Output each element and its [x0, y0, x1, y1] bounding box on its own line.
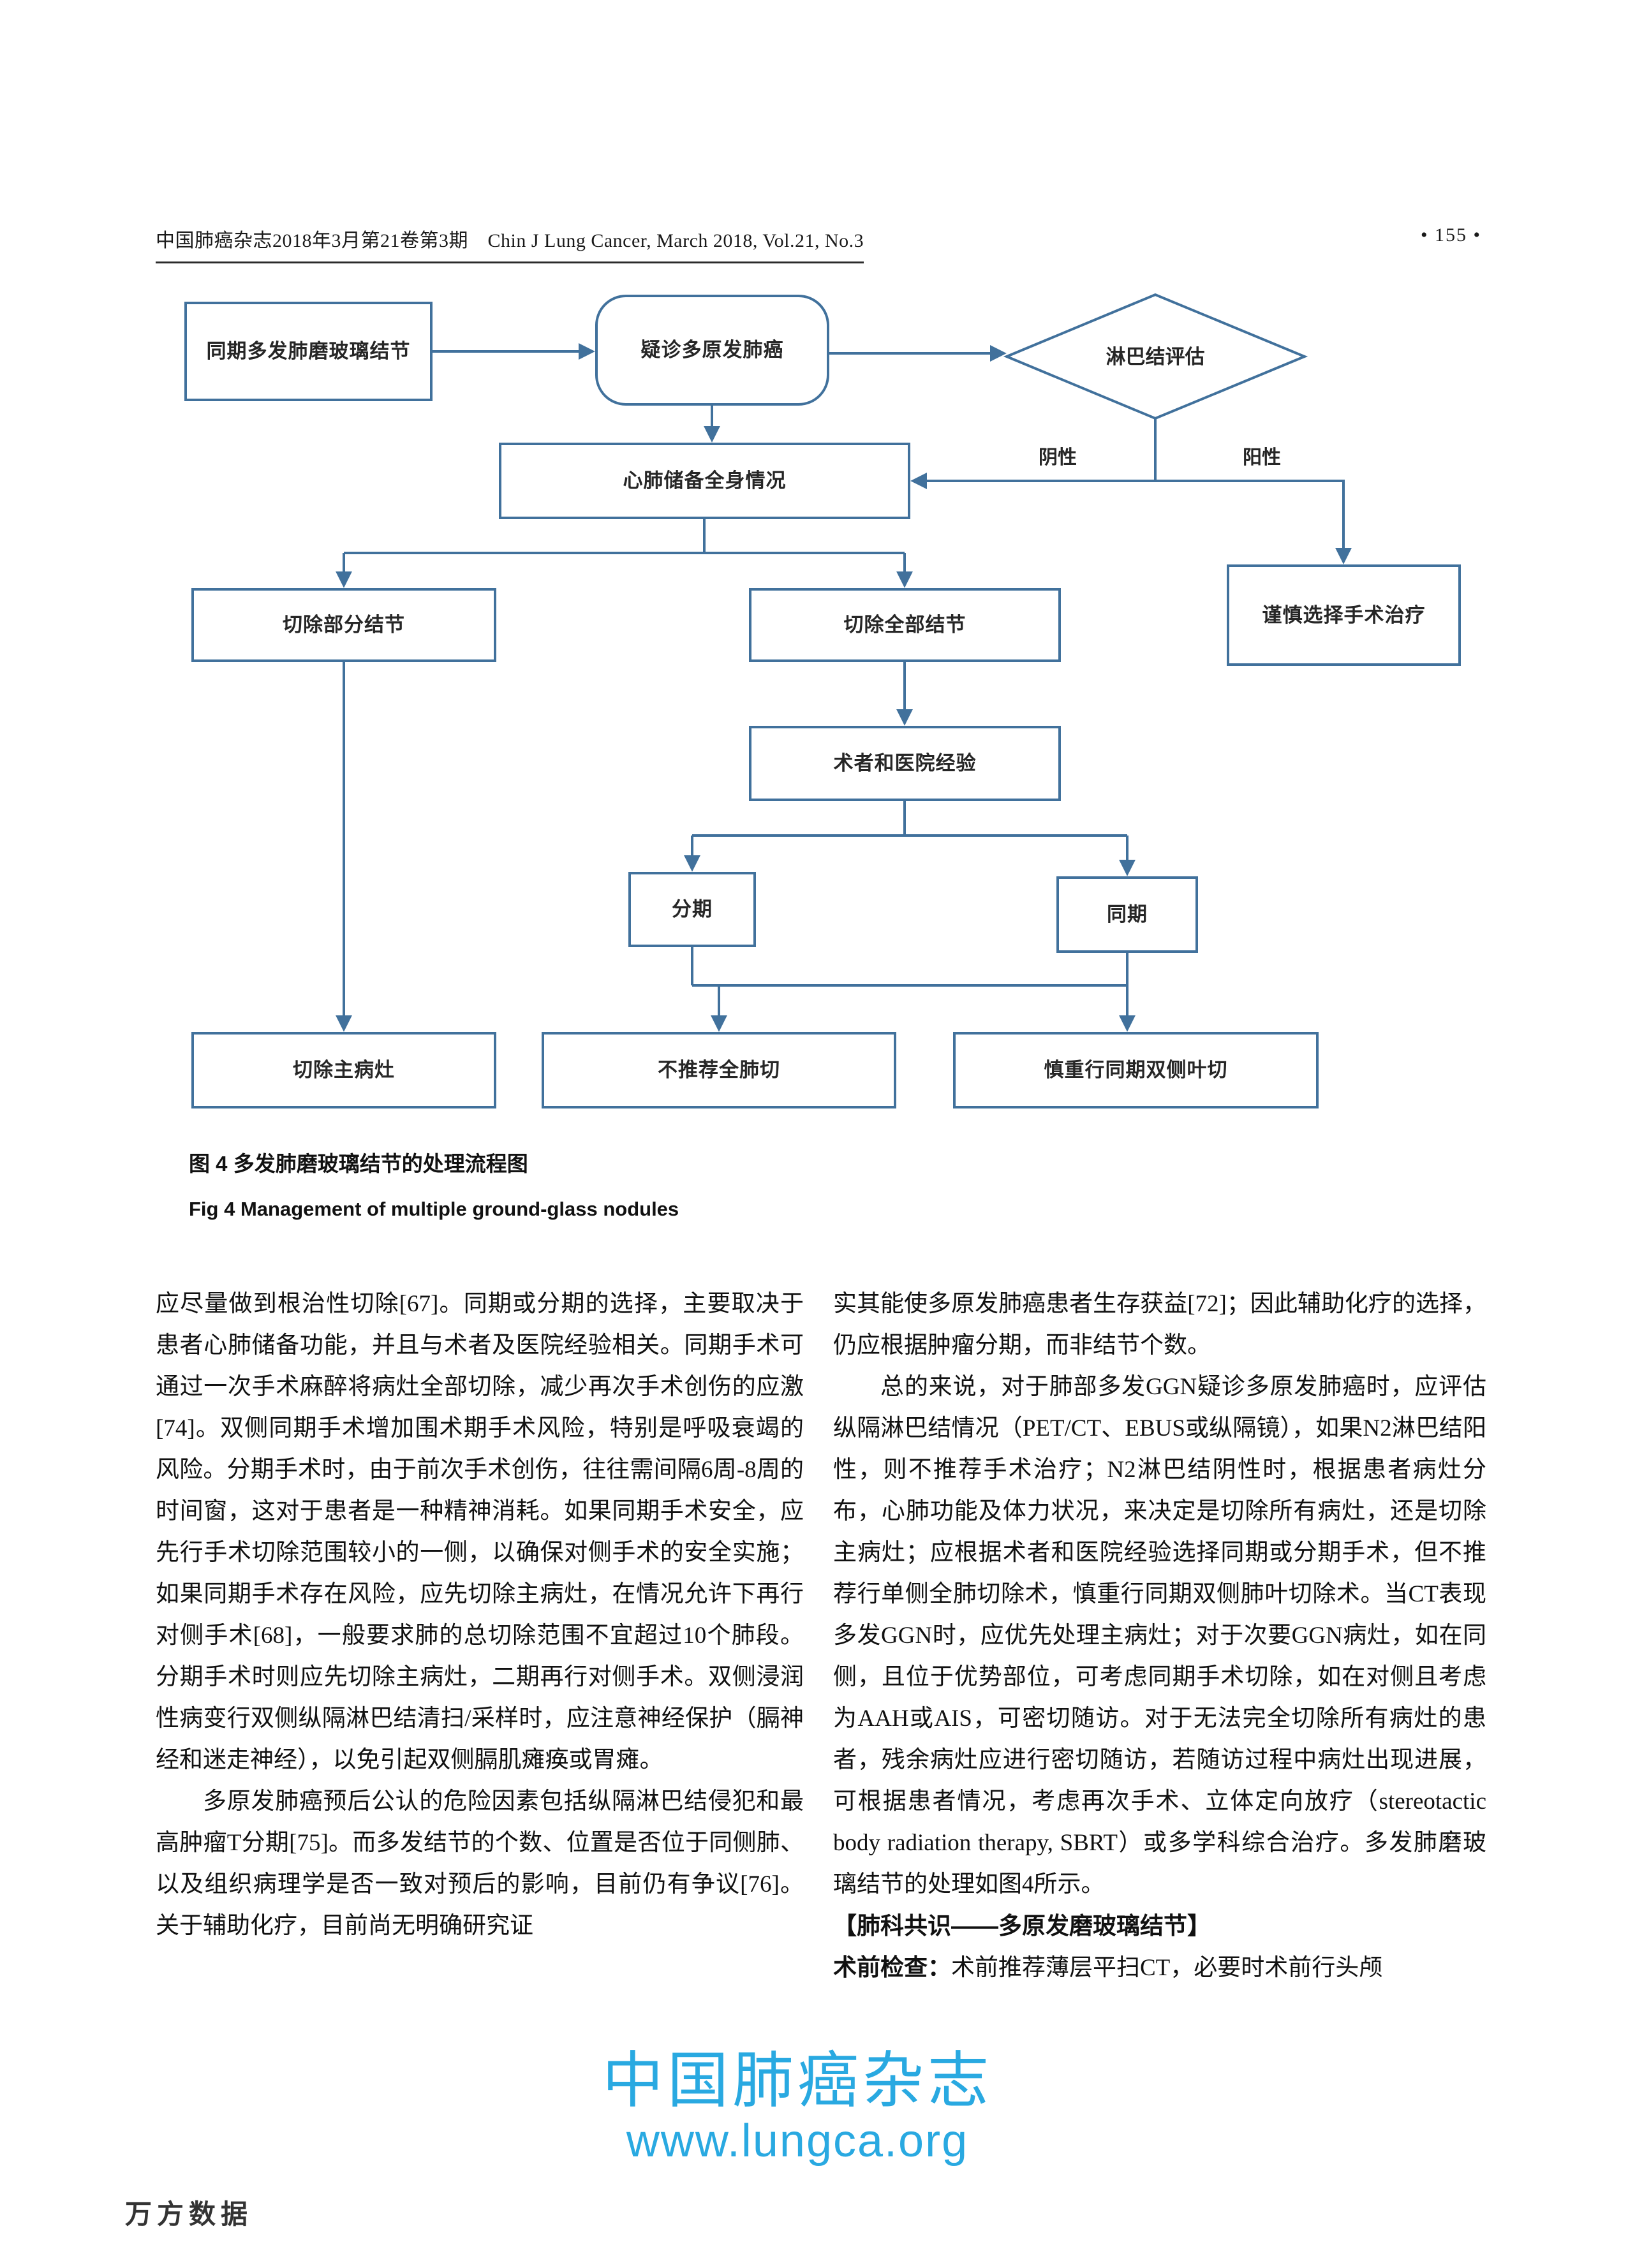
flow-node-resect-main-lesion: 切除主病灶	[191, 1032, 496, 1108]
flow-node-resect-all-nodules: 切除全部结节	[749, 588, 1061, 662]
flow-node-cautious-surgical-treatment: 谨慎选择手术治疗	[1227, 564, 1461, 666]
paragraph-lead: 术前检查：	[833, 1954, 951, 1980]
watermark-url: www.lungca.org	[626, 2115, 969, 2167]
flow-node-simultaneous: 同期	[1056, 876, 1198, 953]
flow-node-cautious-bilateral-lobectomy: 慎重行同期双侧叶切	[953, 1032, 1319, 1108]
figure-caption-zh: 图 4 多发肺磨玻璃结节的处理流程图	[189, 1152, 528, 1175]
flow-node-suspected-multiple-primary-lung-cancer: 疑诊多原发肺癌	[595, 295, 829, 406]
flow-node-cardiopulmonary-reserve: 心肺储备全身情况	[499, 443, 910, 519]
article-body: 应尽量做到根治性切除[67]。同期或分期的选择，主要取决于患者心肺储备功能，并且…	[156, 1283, 1486, 1989]
flow-node-staged: 分期	[628, 872, 756, 947]
paragraph: 总的来说，对于肺部多发GGN疑诊多原发肺癌时，应评估纵隔淋巴结情况（PET/CT…	[833, 1374, 1486, 1897]
consensus-section-heading: 【肺科共识——多原发磨玻璃结节】	[833, 1913, 1211, 1939]
figure-caption: 图 4 多发肺磨玻璃结节的处理流程图 Fig 4 Management of m…	[189, 1147, 679, 1221]
paragraph: 应尽量做到根治性切除[67]。同期或分期的选择，主要取决于患者心肺储备功能，并且…	[156, 1291, 804, 1773]
paragraph: 多原发肺癌预后公认的危险因素包括纵隔淋巴结侵犯和最高肿瘤T分期[75]。而多发结…	[156, 1788, 804, 1939]
flow-node-surgeon-hospital-experience: 术者和医院经验	[749, 726, 1061, 801]
paragraph: 术前检查：术前推荐薄层平扫CT，必要时术前行头颅	[833, 1947, 1486, 1989]
paragraph: 实其能使多原发肺癌患者生存获益[72]；因此辅助化疗的选择，仍应根据肿瘤分期，而…	[833, 1291, 1486, 1359]
edge-label-negative: 阴性	[1039, 447, 1077, 468]
edge-label-positive: 阳性	[1243, 447, 1281, 468]
body-column-left: 应尽量做到根治性切除[67]。同期或分期的选择，主要取决于患者心肺储备功能，并且…	[156, 1283, 804, 1989]
watermark-journal-name: 中国肺癌杂志	[602, 2047, 993, 2115]
flow-node-lymph-node-evaluation: 淋巴结评估	[1106, 346, 1205, 368]
journal-header-text: 中国肺癌杂志2018年3月第21卷第3期 Chin J Lung Cancer,…	[156, 225, 864, 263]
wanfang-data-logo: 万方数据	[125, 2199, 253, 2229]
flow-node-synchronous-multiple-ggn: 同期多发肺磨玻璃结节	[184, 302, 433, 401]
paragraph-text: 术前推荐薄层平扫CT，必要时术前行头颅	[951, 1955, 1383, 1981]
site-watermark: 中国肺癌杂志 www.lungca.org	[447, 2047, 1148, 2167]
flow-node-no-pneumonectomy: 不推荐全肺切	[542, 1032, 896, 1108]
page-number: • 155 •	[1420, 225, 1481, 246]
figure-caption-en: Fig 4 Management of multiple ground-glas…	[189, 1198, 679, 1220]
body-column-right: 实其能使多原发肺癌患者生存获益[72]；因此辅助化疗的选择，仍应根据肿瘤分期，而…	[833, 1283, 1486, 1989]
flow-node-resect-partial-nodules: 切除部分结节	[191, 588, 496, 662]
